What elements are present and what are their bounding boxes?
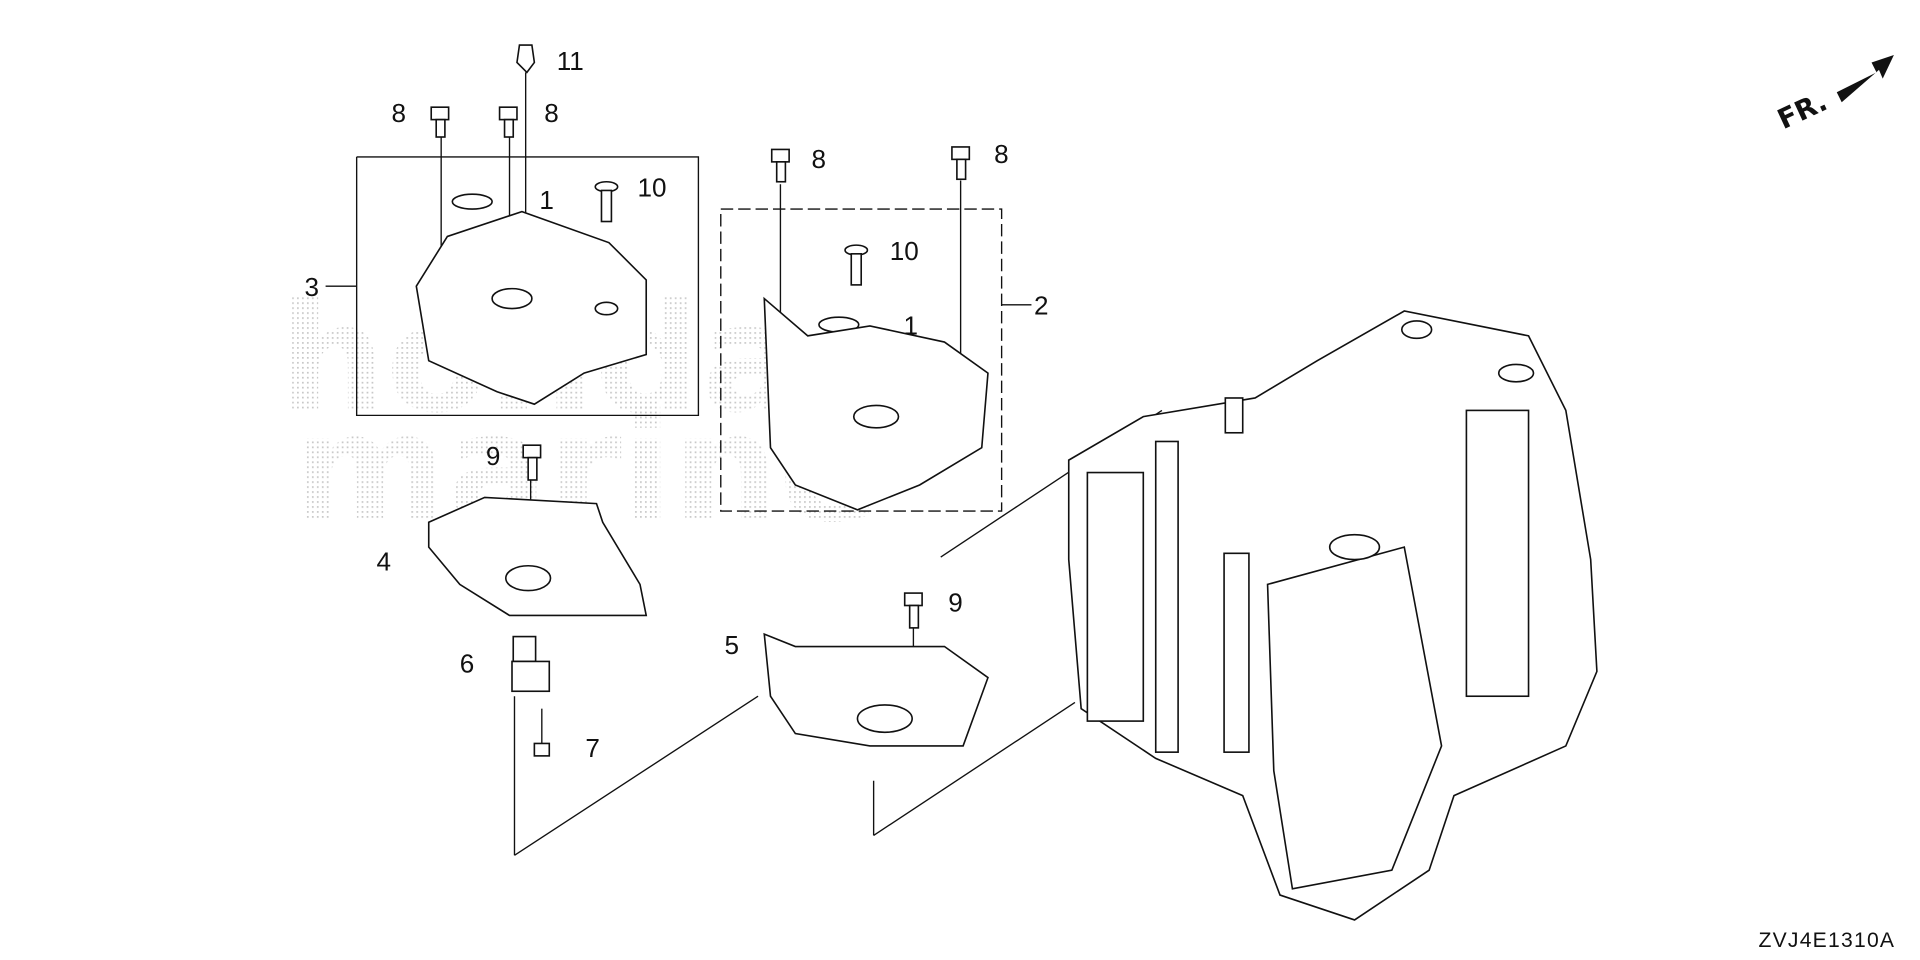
front-direction-indicator: FR. <box>1773 54 1894 136</box>
timing-plate-4 <box>427 496 648 617</box>
callout-1[interactable]: 1 <box>539 185 554 215</box>
callout-4[interactable]: 4 <box>377 547 392 577</box>
pin-10-b <box>844 244 869 286</box>
sensor-6 <box>511 635 551 693</box>
pin-10-a <box>594 180 619 223</box>
callout-9[interactable]: 9 <box>948 588 963 618</box>
grommet-1-a <box>451 193 493 210</box>
bolt-8-a <box>430 106 450 138</box>
arrow-icon <box>1836 54 1894 103</box>
engine-block <box>1067 310 1598 921</box>
callout-8[interactable]: 8 <box>811 144 826 174</box>
assembly-box-3 <box>355 156 700 417</box>
bolt-8-c <box>770 148 790 183</box>
timing-cover-3 <box>415 210 648 406</box>
callout-8[interactable]: 8 <box>391 98 406 128</box>
callout-1[interactable]: 1 <box>903 311 918 341</box>
callout-8[interactable]: 8 <box>544 98 559 128</box>
callout-3[interactable]: 3 <box>304 272 319 302</box>
callout-8[interactable]: 8 <box>994 139 1009 169</box>
bolt-9-b <box>903 592 923 629</box>
callout-7[interactable]: 7 <box>585 733 600 763</box>
callout-6[interactable]: 6 <box>460 649 475 679</box>
bolt-8-d <box>951 146 971 181</box>
assembly-box-2 <box>720 208 1003 512</box>
clip-11 <box>516 44 536 74</box>
callout-11[interactable]: 11 <box>557 46 584 76</box>
timing-cover-2 <box>763 296 989 511</box>
callout-10[interactable]: 10 <box>638 173 667 203</box>
callout-2[interactable]: 2 <box>1034 291 1049 321</box>
bolt-8-b <box>498 106 518 138</box>
front-label: FR. <box>1773 86 1832 135</box>
callouts: 11 8 8 8 8 10 10 1 1 3 2 9 9 4 5 6 7 <box>304 46 1048 763</box>
diagram-code: ZVJ4E1310A <box>1758 929 1895 952</box>
bolt-9-a <box>522 444 542 481</box>
timing-plate-5 <box>763 632 989 747</box>
bolt-7 <box>533 742 551 757</box>
callout-9[interactable]: 9 <box>486 441 501 471</box>
callout-10[interactable]: 10 <box>890 236 919 266</box>
callout-5[interactable]: 5 <box>725 630 740 660</box>
